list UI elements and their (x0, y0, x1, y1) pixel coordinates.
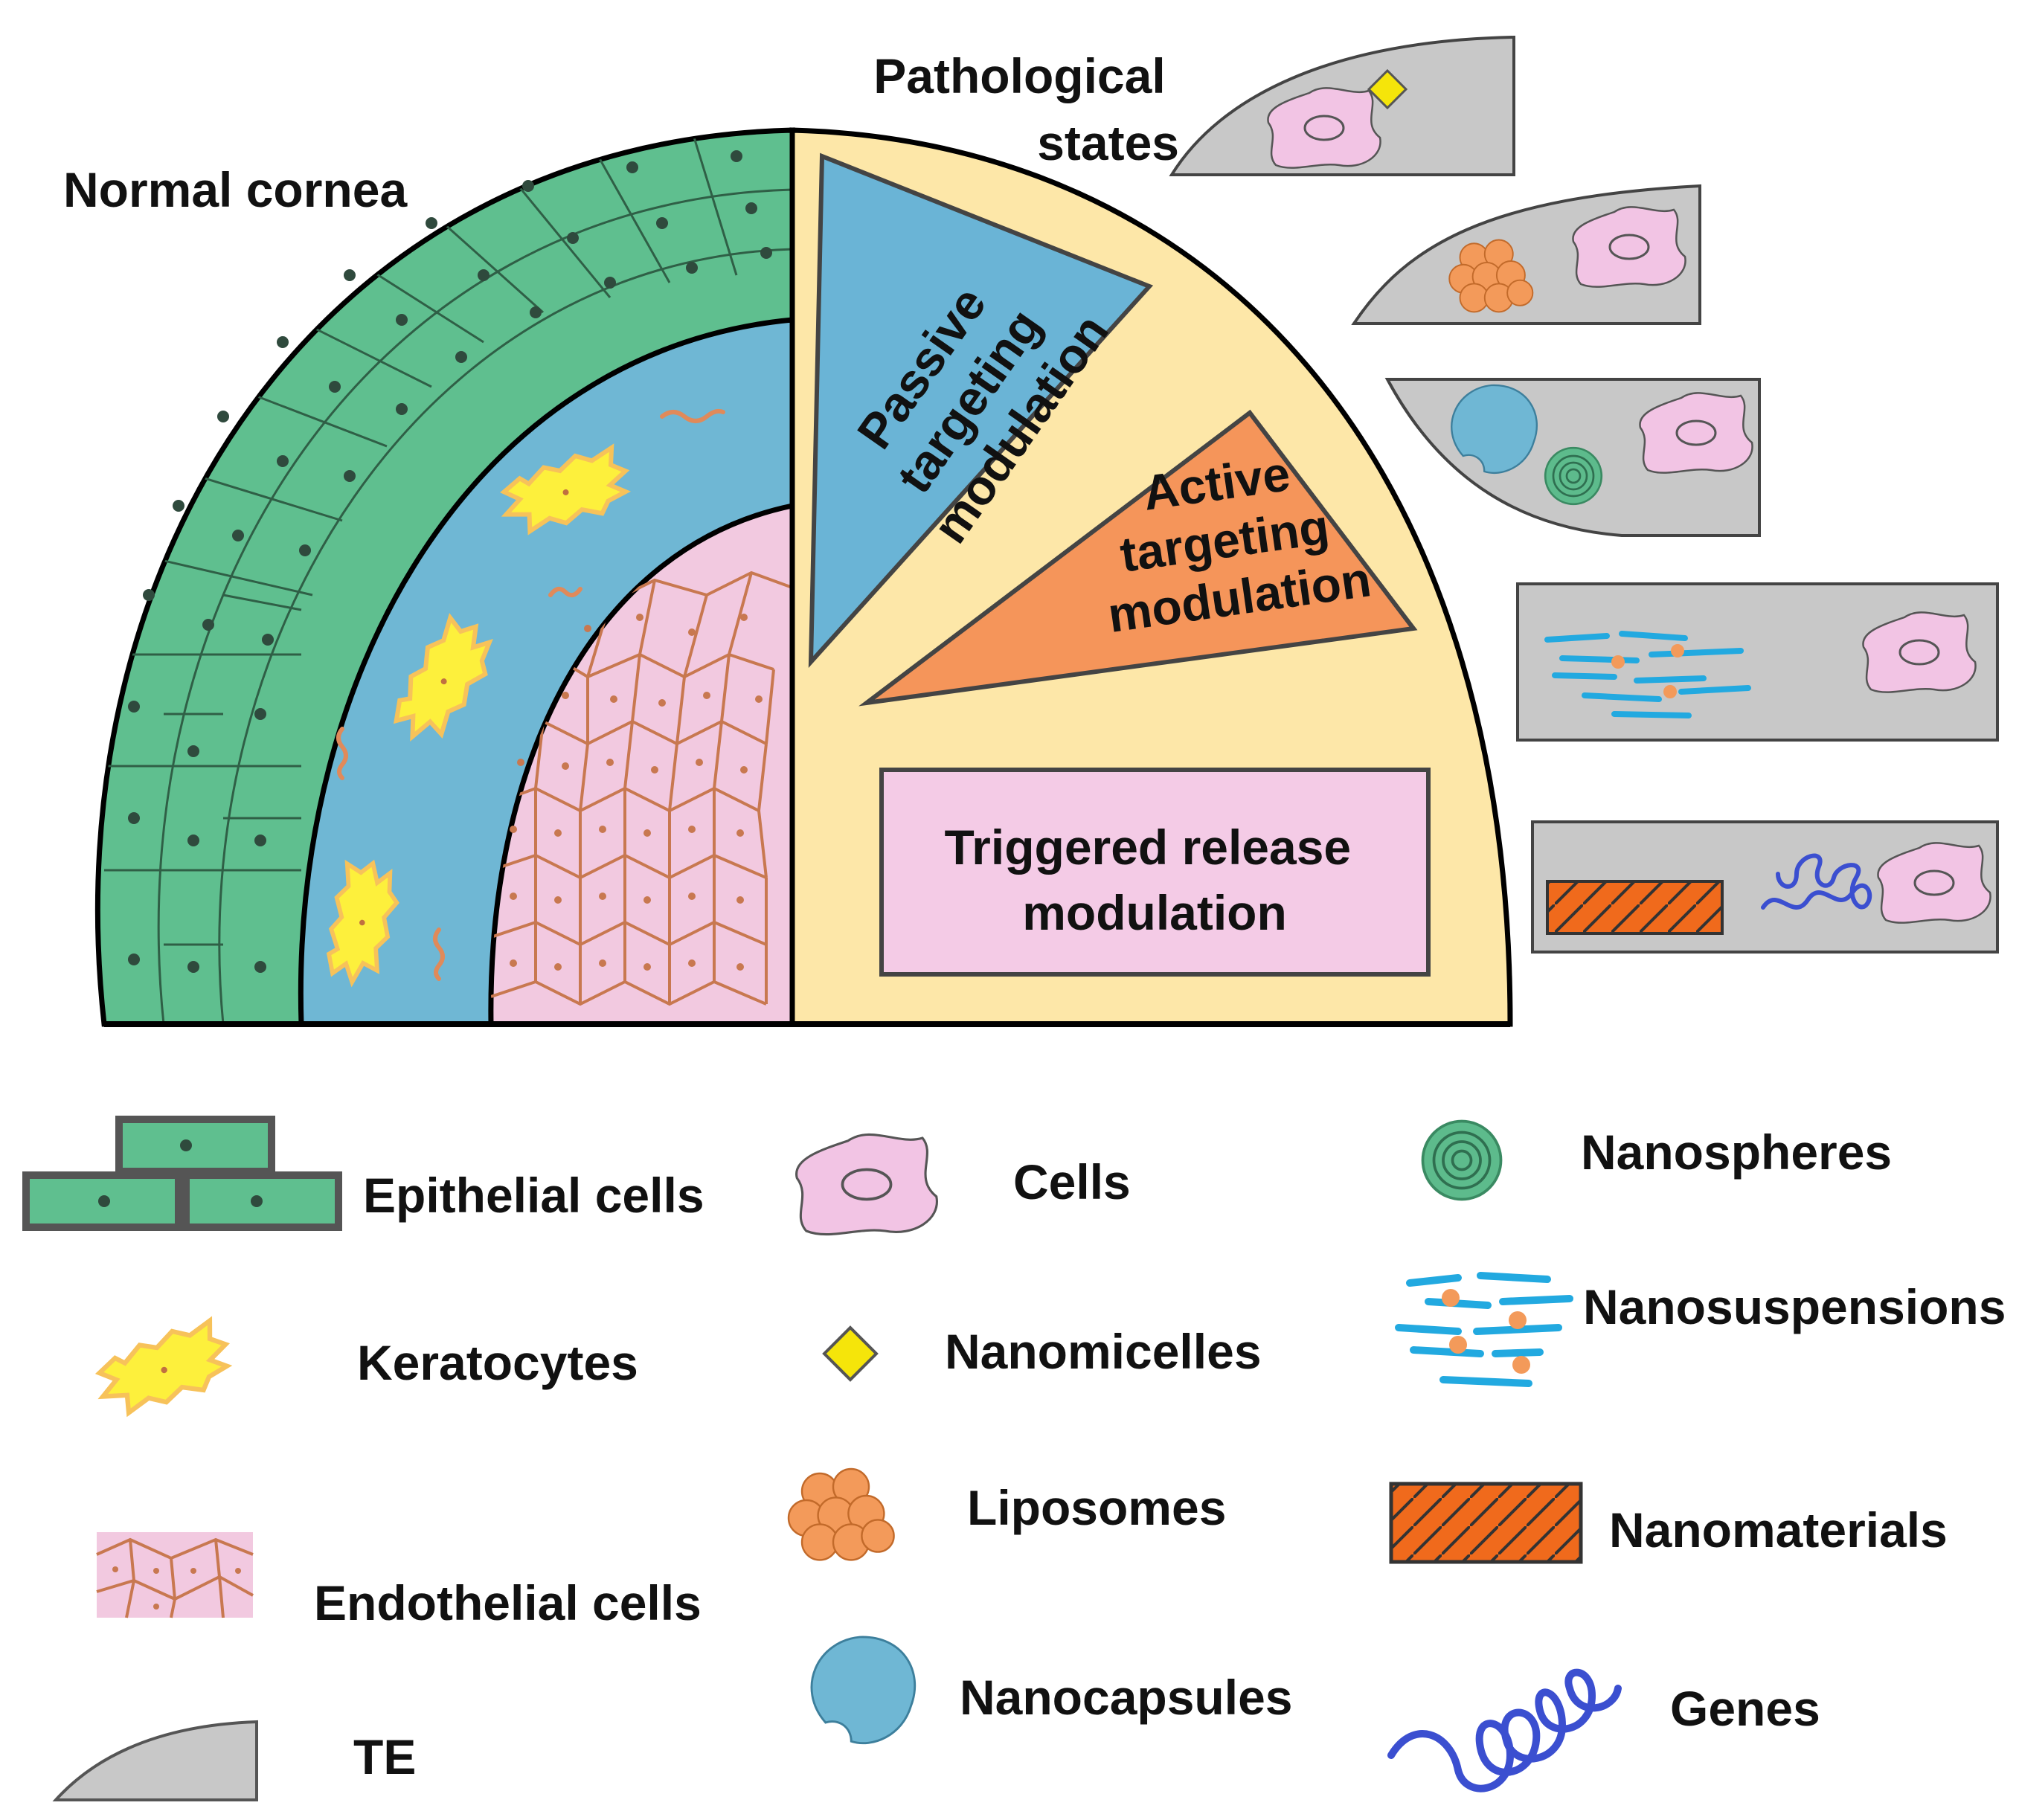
te-panel-nanomaterials-genes (1531, 820, 1999, 954)
epithelial-nuclei (128, 150, 772, 973)
legend-nanospheres-label: Nanospheres (1581, 1125, 1892, 1180)
endothelial-nuclei (510, 614, 763, 971)
legend-epithelial-cells: Epithelial cells (22, 1116, 704, 1231)
endothelium-layer (488, 502, 795, 1027)
legend-nanocapsules: Nanocapsules (810, 1636, 1293, 1745)
legend-endothelial-label: Endothelial cells (314, 1575, 702, 1630)
legend-cells-label: Cells (1013, 1154, 1131, 1209)
legend-liposomes-label: Liposomes (967, 1480, 1226, 1535)
legend-te-label: TE (353, 1729, 416, 1784)
te-panel-liposomes (1351, 184, 1701, 325)
te-panel-nanomicelles (1169, 35, 1515, 176)
te-panel-nanosuspensions (1516, 582, 1999, 742)
legend-cells: Cells (795, 1133, 1131, 1236)
legend-te: TE (52, 1720, 416, 1801)
triggered-release-label: Triggered release modulation (945, 820, 1365, 940)
legend-keratocytes: Keratocytes (90, 1316, 638, 1420)
normal-cornea-label: Normal cornea (63, 162, 408, 217)
legend-nanocapsules-label: Nanocapsules (960, 1670, 1293, 1725)
pathological-states-label: Pathological states (873, 48, 1179, 170)
legend-nanomicelles-label: Nanomicelles (945, 1324, 1262, 1379)
legend-genes-label: Genes (1670, 1681, 1820, 1736)
legend-nanomicelles: Nanomicelles (822, 1324, 1262, 1382)
legend-keratocytes-label: Keratocytes (357, 1335, 638, 1390)
legend-epithelial-label: Epithelial cells (363, 1168, 704, 1223)
active-targeting-triangle (858, 409, 1418, 707)
stroma-fibers (336, 408, 725, 981)
te-panel-nanocapsules-nanospheres (1384, 378, 1761, 537)
legend-endothelial-cells: Endothelial cells (96, 1532, 702, 1630)
legend-liposomes: Liposomes (787, 1467, 1226, 1561)
legend-nanomaterials: Nanomaterials (1389, 1482, 1948, 1564)
legend-genes: Genes (1387, 1668, 1820, 1792)
legend-nanomaterials-label: Nanomaterials (1609, 1502, 1948, 1557)
triggered-release-box (879, 768, 1431, 977)
endothelial-cell-network (490, 570, 792, 1006)
legend-nanospheres: Nanospheres (1421, 1119, 1892, 1201)
passive-targeting-triangle (808, 152, 1154, 669)
legend-nanosuspensions-label: Nanosuspensions (1583, 1279, 2006, 1334)
cornea-section: Passive targeting modulation Active targ… (94, 127, 1513, 1027)
legend-nanosuspensions: Nanosuspensions (1395, 1272, 2006, 1387)
